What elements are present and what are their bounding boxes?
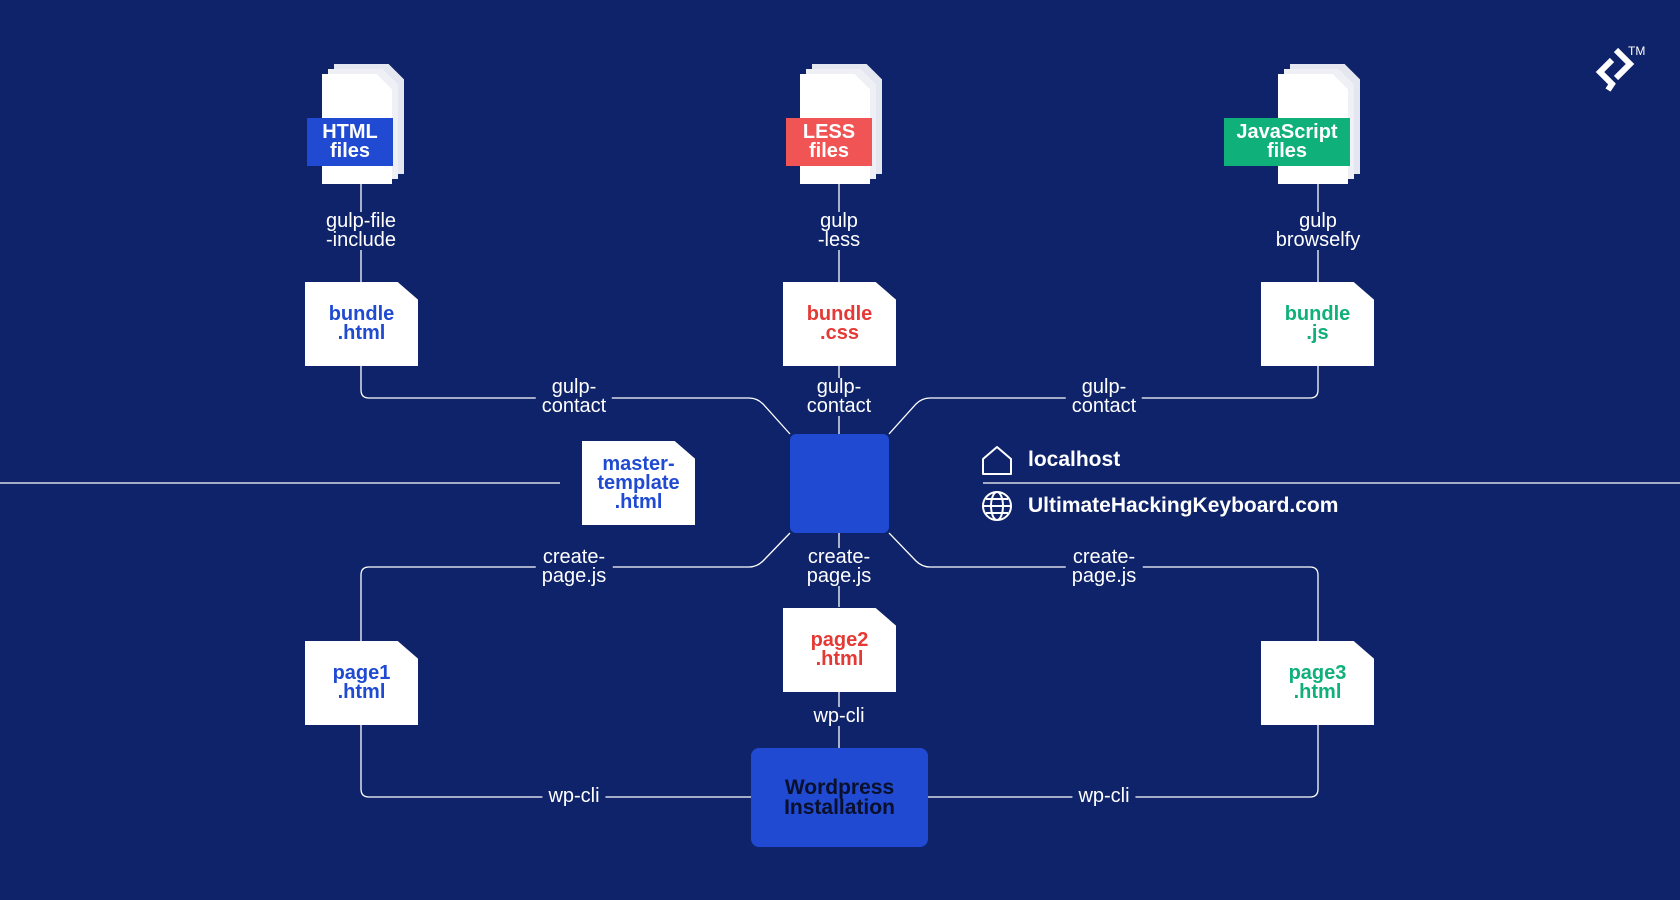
javascript-files-tag: JavaScript files [1224,118,1350,166]
core-processor-box [790,434,889,533]
create-page-left-label: create- page.js [535,547,613,586]
master-template-doc: master- template .html [582,441,695,525]
html-files-tag: HTML files [307,118,393,166]
env-localhost: localhost [980,443,1120,477]
wordpress-installation-box: Wordpress Installation [751,748,928,847]
bundle-html-doc: bundle .html [305,282,418,366]
page1-html-doc: page1 .html [305,641,418,725]
wp-cli-right-label: wp-cli [1072,786,1136,806]
page3-html-doc: page3 .html [1261,641,1374,725]
wp-cli-left-label: wp-cli [542,786,606,806]
gulp-browserify-label: gulp browselfy [1269,211,1367,250]
bundle-js-doc: bundle .js [1261,282,1374,366]
create-page-right-label: create- page.js [1065,547,1143,586]
env-production: UltimateHackingKeyboard.com [980,489,1338,523]
house-icon [982,446,1012,475]
toptal-logo-icon [1595,47,1635,92]
page2-html-doc: page2 .html [783,608,896,692]
localhost-label: localhost [1028,448,1121,471]
less-files-tag: LESS files [786,118,872,166]
trademark-mark: TM [1628,44,1646,58]
wp-cli-center-label: wp-cli [807,706,871,726]
bundle-css-doc: bundle .css [783,282,896,366]
gulp-contact-right-label: gulp- contact [1065,377,1143,416]
gulp-contact-left-label: gulp- contact [535,377,613,416]
gulp-less-label: gulp -less [811,211,867,250]
gulp-file-include-label: gulp-file -include [319,211,403,250]
create-page-center-label: create- page.js [800,547,878,586]
globe-icon [982,491,1012,521]
gulp-contact-center-label: gulp- contact [800,377,878,416]
production-domain-label: UltimateHackingKeyboard.com [1028,494,1339,517]
